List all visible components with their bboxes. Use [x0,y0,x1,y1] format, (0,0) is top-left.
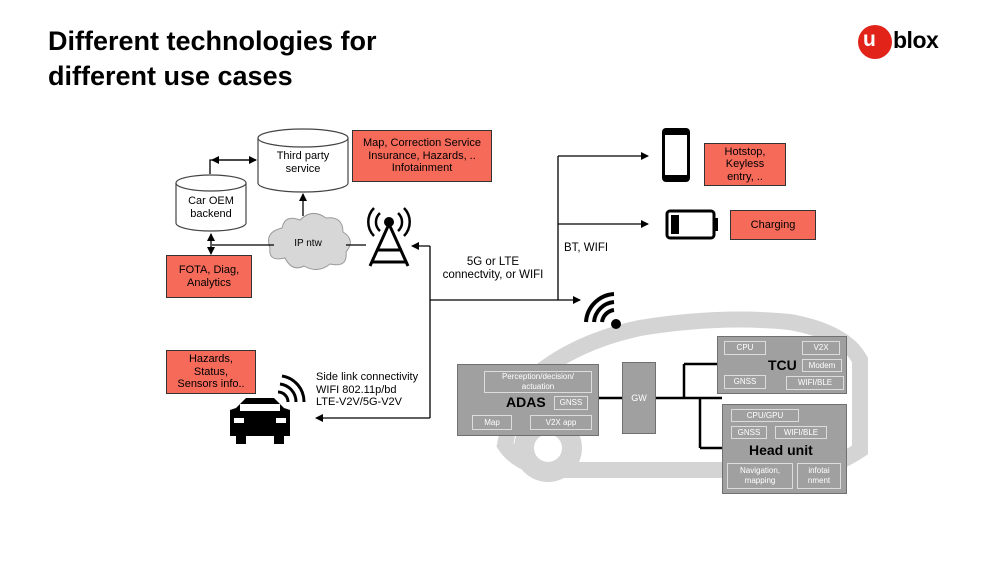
side-link-label: Side link connectivity WIFI 802.11p/bd L… [316,371,419,408]
cell-tower-icon [367,207,411,267]
head-unit-gnss: GNSS [731,426,767,439]
gateway-block: GW [622,362,656,434]
head-unit-wifi-ble: WIFI/BLE [775,426,827,439]
page-title: Different technologies for different use… [48,24,377,94]
hotspot-box: Hotstop, Keyless entry, .. [704,143,786,186]
logo-blox: blox [893,27,939,53]
tcu-modem: Modem [802,359,842,372]
battery-icon [665,209,718,240]
tcu-v2x: V2X [802,341,840,355]
tcu-cpu: CPU [724,341,766,355]
hazards-box: Hazards, Status, Sensors info.. [166,350,256,394]
third-party-label: Third party service [276,150,330,175]
cloud-icon [268,213,351,270]
adas-block: Perception/decision/ actuation ADAS GNSS… [457,364,599,436]
tcu-title: TCU [768,357,797,373]
connectors [207,152,649,422]
head-unit-block: CPU/GPU GNSS WIFI/BLE Head unit Navigati… [722,404,847,494]
head-unit-navigation: Navigation, mapping [727,463,793,489]
adas-v2x-app: V2X app [530,415,592,430]
logo-u: u [863,28,876,51]
head-unit-infotainment: infotai nment [797,463,841,489]
title-line-1: Different technologies for [48,26,377,56]
tcu-gnss: GNSS [724,375,766,389]
car-oem-db-icon [175,174,247,232]
tcu-wifi-ble: WIFI/BLE [786,376,844,390]
adas-gnss: GNSS [554,396,588,410]
head-unit-cpu-gpu: CPU/GPU [731,409,799,422]
adas-perception: Perception/decision/ actuation [484,371,592,393]
ip-ntw-label: IP ntw [294,238,322,249]
adas-title: ADAS [506,394,546,410]
fota-box: FOTA, Diag, Analytics [166,255,252,298]
wifi-icon [584,292,621,329]
third-party-db-icon [257,128,349,193]
logo-red-circle [858,25,892,59]
adas-map: Map [472,415,512,430]
map-services-box: Map, Correction Service Insurance, Hazar… [352,130,492,182]
car-oem-label: Car OEM backend [188,195,234,220]
head-unit-title: Head unit [749,442,813,458]
cell-link-label: 5G or LTE connectvity, or WIFI [442,256,544,281]
tcu-block: CPU V2X TCU Modem GNSS WIFI/BLE [717,336,847,394]
ublox-logo: u blox [858,24,958,60]
phone-icon [662,128,690,182]
title-line-2: different use cases [48,61,293,91]
bt-wifi-label: BT, WIFI [564,242,609,254]
charging-box: Charging [730,210,816,240]
car-icon [230,374,306,444]
vehicle-bus-lines [592,362,722,450]
